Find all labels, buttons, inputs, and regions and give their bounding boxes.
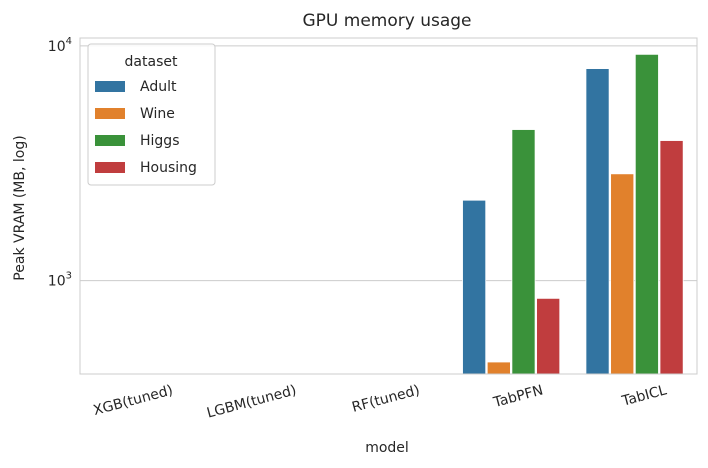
bar-adult-tabpfn	[462, 199, 487, 375]
x-axis-label: model	[365, 440, 409, 456]
x-tick-label: RF(tuned)	[350, 382, 421, 415]
x-tick-label: TabICL	[619, 382, 668, 410]
bar-higgs-tabpfn	[511, 129, 536, 375]
x-tick-label: LGBM(tuned)	[205, 382, 298, 421]
legend-entry-label: Housing	[140, 160, 197, 176]
y-tick-label: 104	[48, 36, 72, 55]
bar-wine-tabpfn	[486, 361, 511, 375]
y-ticks: 103 104	[48, 36, 72, 290]
legend-box	[87, 43, 216, 186]
legend-entry-label: Wine	[140, 106, 175, 122]
legend-swatch	[95, 135, 125, 146]
x-ticks: XGB(tuned) LGBM(tuned) RF(tuned) TabPFN TabI…	[92, 382, 669, 421]
legend-entry-label: Adult	[140, 79, 177, 95]
chart-title: GPU memory usage	[302, 11, 471, 31]
bar-adult-tabicl	[585, 68, 610, 375]
bar-wine-tabicl	[610, 173, 635, 375]
x-tick-label: XGB(tuned)	[92, 382, 175, 419]
bar-housing-tabpfn	[536, 297, 561, 375]
y-axis-label: Peak VRAM (MB, log)	[12, 135, 28, 280]
legend-entry-label: Higgs	[140, 133, 179, 149]
y-tick-label: 103	[48, 271, 72, 290]
plot-frame	[79, 37, 698, 375]
legend-swatch	[95, 108, 125, 119]
bars	[462, 53, 684, 375]
legend-swatch	[95, 162, 125, 173]
bar-higgs-tabicl	[634, 53, 659, 375]
legend-swatch	[95, 81, 125, 92]
legend-title: dataset	[125, 54, 178, 70]
x-tick-label: TabPFN	[491, 382, 545, 411]
bar-housing-tabicl	[659, 140, 684, 375]
